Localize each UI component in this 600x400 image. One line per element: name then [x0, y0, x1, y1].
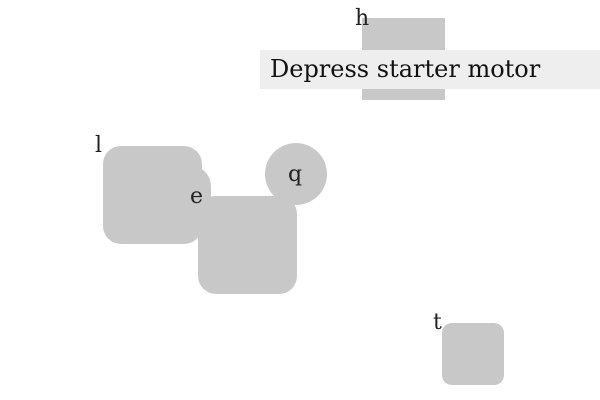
shape-label-h: h — [355, 6, 370, 31]
shape-label-e: e — [190, 184, 204, 209]
shape-label-q: q — [288, 162, 303, 187]
shape-label-l: l — [95, 133, 103, 158]
shape-label-t: t — [433, 310, 442, 335]
tooltip: Depress starter motor — [260, 50, 600, 89]
shape-q[interactable] — [265, 143, 327, 205]
shape-t[interactable] — [442, 323, 504, 385]
shape-e[interactable] — [198, 196, 297, 294]
